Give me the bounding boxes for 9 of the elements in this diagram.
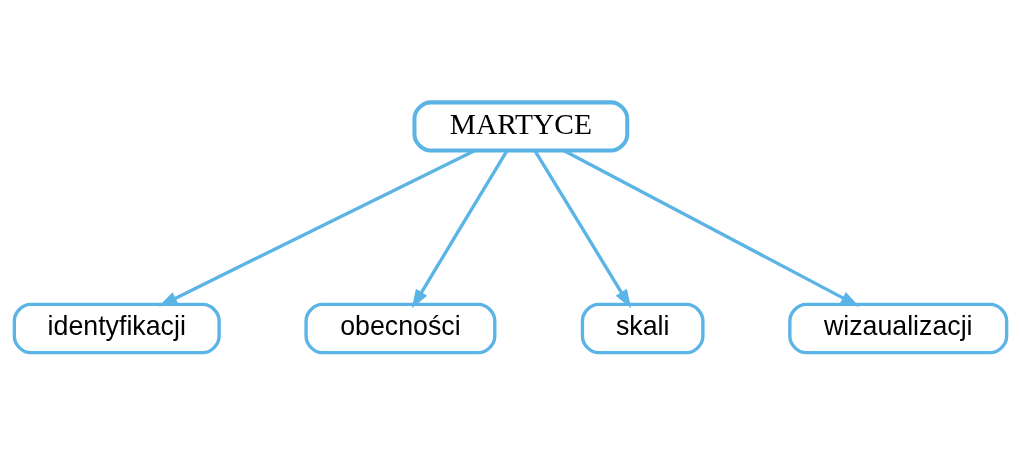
node-box: obecności [303, 302, 496, 354]
arrow [158, 148, 475, 307]
node-box: skali [580, 302, 705, 354]
arrow [562, 148, 859, 307]
arrow [532, 149, 631, 308]
node-box: wizaualizacji [787, 302, 1008, 354]
node-box: identyfikacji [12, 302, 221, 354]
node-box: MARTYCE [411, 99, 629, 153]
arrow [411, 149, 508, 308]
